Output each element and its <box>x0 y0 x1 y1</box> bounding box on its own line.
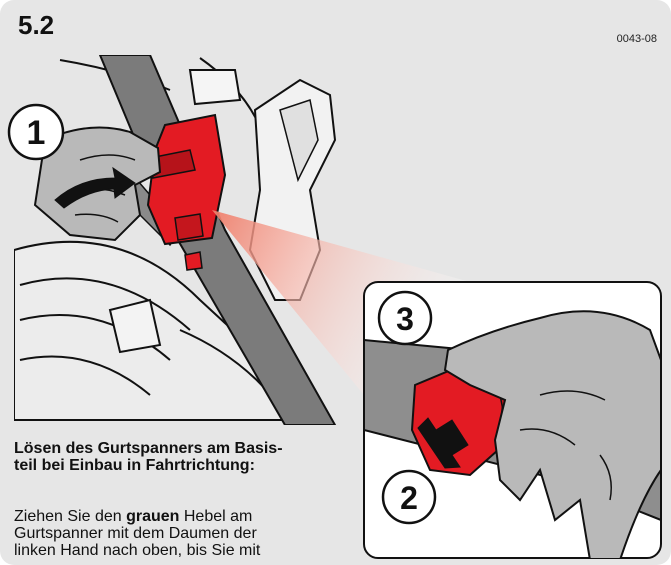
body-line-2: Gurtspanner mit dem Daumen der <box>14 525 257 542</box>
figure-code: 0043-08 <box>616 33 657 45</box>
instruction-heading: Lösen des Gurtspanners am Basis- teil be… <box>14 440 354 474</box>
body-line-1-pre: Ziehen Sie den <box>14 508 127 525</box>
heading-line-1: Lösen des Gurtspanners am Basis- <box>14 440 283 457</box>
step-1-callout <box>7 103 65 161</box>
instruction-body: Ziehen Sie den grauen Hebel am Gurtspann… <box>14 508 356 559</box>
step-2-label: 2 <box>400 480 418 516</box>
section-number: 5.2 <box>18 10 55 40</box>
step-1-label: 1 <box>27 114 46 152</box>
step-2-callout <box>381 469 437 525</box>
step-3-callout <box>377 290 433 346</box>
zoom-inset <box>363 281 662 559</box>
heading-line-2: teil bei Einbau in Fahrtrichtung: <box>14 457 255 474</box>
body-line-3: linken Hand nach oben, bis Sie mit <box>14 542 261 559</box>
gray-emphasis: grauen <box>126 508 180 525</box>
body-line-1-post: Hebel am <box>179 508 253 525</box>
body-line-1: Ziehen Sie den grauen Hebel am <box>14 508 356 525</box>
step-3-label: 3 <box>396 301 414 337</box>
